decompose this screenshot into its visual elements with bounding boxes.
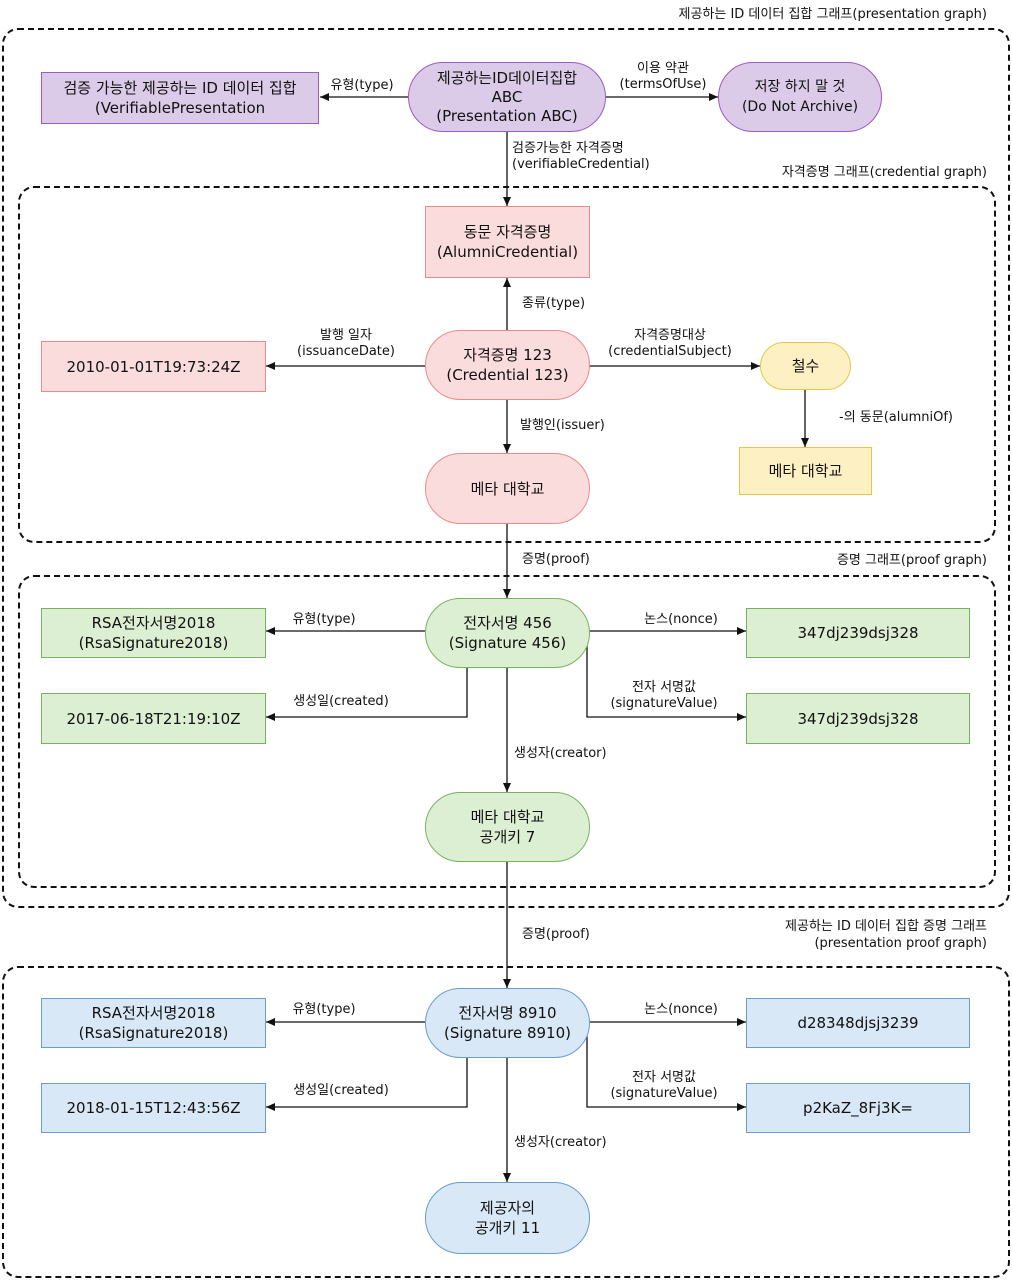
edge-label-sig8910-type: 유형(type) [292, 1002, 356, 1017]
edge-sig8910-created [266, 1056, 468, 1111]
edge-label-sig8910-creator: 생성자(creator) [514, 1135, 607, 1150]
edge-label-line: 전자 서명값 [632, 1070, 696, 1085]
verifiable-presentation-type-node: 검증 가능한 제공하는 ID 데이터 집합 (VerifiablePresent… [41, 72, 319, 124]
node-line: 검증 가능한 제공하는 ID 데이터 집합 [63, 79, 297, 97]
node-line: (Presentation ABC) [436, 106, 578, 125]
signature-8910-node: 전자서명 8910 (Signature 8910) [425, 988, 590, 1058]
edge-label-pres-type: 유형(type) [330, 78, 394, 93]
node-line: 저장 하지 말 것 [754, 79, 846, 95]
edge-label-proof-2: 증명(proof) [522, 927, 590, 942]
node-line: (Signature 456) [448, 634, 567, 652]
edge-label-sig456-creator: 생성자(creator) [514, 746, 607, 761]
do-not-archive-node: 저장 하지 말 것 (Do Not Archive) [718, 62, 882, 132]
nonce-8910-node: d28348djsj3239 [746, 998, 970, 1048]
node-line: RSA전자서명2018 [91, 614, 216, 632]
edge-label-line: (verifiableCredential) [512, 157, 650, 172]
node-line: 제공자의 [479, 1199, 536, 1217]
node-line: 전자서명 8910 [458, 1004, 557, 1022]
created-8910-node: 2018-01-15T12:43:56Z [41, 1083, 266, 1133]
cheolsu-node: 철수 [760, 342, 851, 390]
edge-label-line: (termsOfUse) [619, 77, 707, 92]
proof-graph-label: 증명 그래프(proof graph) [836, 553, 987, 568]
proof-graph [18, 575, 996, 888]
rsa-signature-2018-8910-node: RSA전자서명2018 (RsaSignature2018) [41, 998, 266, 1048]
edge-label-line: (issuanceDate) [297, 344, 395, 359]
node-line: ABC [491, 87, 523, 106]
edge-label-line: 전자 서명값 [632, 680, 696, 695]
edge-label-sig8910-created: 생성일(created) [293, 1083, 389, 1098]
credential-123-node: 자격증명 123 (Credential 123) [425, 330, 590, 400]
edge-label-sig456-value: 전자 서명값 (signatureValue) [600, 680, 728, 712]
edge-label-line: (credentialSubject) [608, 344, 732, 359]
edge-sig456-value [586, 645, 746, 721]
presentation-graph-label: 제공하는 ID 데이터 집합 그래프(presentation graph) [678, 7, 987, 22]
edge-sig456-created [266, 665, 468, 721]
public-key-11-node: 제공자의 공개키 11 [425, 1182, 590, 1254]
edge-label-issuer: 발행인(issuer) [520, 418, 605, 433]
credential-graph-label: 자격증명 그래프(credential graph) [781, 165, 987, 180]
edge-label-verifiable-credential: 검증가능한 자격증명 (verifiableCredential) [512, 141, 650, 173]
node-line: (Credential 123) [446, 366, 569, 384]
edge-label-line: (signatureValue) [610, 696, 718, 711]
presentation-proof-graph-label-line2: (presentation proof graph) [814, 936, 987, 951]
edge-label-sig456-created: 생성일(created) [293, 694, 389, 709]
edge-label-issuance-date: 발행 일자 (issuanceDate) [290, 328, 402, 360]
node-line: (VerifiablePresentation [94, 99, 266, 117]
edge-sig8910-value [586, 1036, 746, 1111]
edge-label-line: 이용 약관 [637, 61, 689, 76]
edge-label-line: 발행 일자 [320, 328, 372, 343]
issuance-date-node: 2010-01-01T19:73:24Z [41, 341, 266, 392]
node-line: 동문 자격증명 [463, 223, 552, 241]
edge-label-credential-subject: 자격증명대상 (credentialSubject) [600, 328, 740, 360]
node-line: (RsaSignature2018) [78, 634, 229, 652]
edge-label-sig8910-value: 전자 서명값 (signatureValue) [600, 1070, 728, 1102]
presentation-proof-graph-label-line1: 제공하는 ID 데이터 집합 증명 그래프 [785, 919, 987, 934]
node-line: 공개키 7 [479, 828, 536, 846]
node-line: (Do Not Archive) [741, 99, 859, 115]
signature-value-456-node: 347dj239dsj328 [746, 693, 970, 744]
nonce-456-node: 347dj239dsj328 [746, 608, 970, 658]
node-line: 전자서명 456 [463, 614, 552, 632]
presentation-graph [2, 28, 1010, 908]
node-line: 공개키 11 [474, 1219, 541, 1237]
node-line: RSA전자서명2018 [91, 1004, 216, 1022]
edge-label-sig8910-nonce: 논스(nonce) [644, 1002, 718, 1017]
node-line: (Signature 8910) [443, 1024, 571, 1042]
edge-label-line: (signatureValue) [610, 1086, 718, 1101]
node-line: (AlumniCredential) [436, 243, 579, 261]
alumni-credential-node: 동문 자격증명 (AlumniCredential) [425, 206, 590, 278]
node-line: 메타 대학교 [470, 808, 545, 826]
edge-label-alumni-of: -의 동문(alumniOf) [839, 410, 953, 425]
presentation-abc-node: 제공하는ID데이터집합 ABC (Presentation ABC) [408, 62, 606, 132]
credential-graph [18, 186, 996, 543]
edge-label-sig456-nonce: 논스(nonce) [644, 612, 718, 627]
node-line: (RsaSignature2018) [78, 1024, 229, 1042]
presentation-proof-graph-label: 제공하는 ID 데이터 집합 증명 그래프 (presentation proo… [785, 918, 987, 952]
meta-university-issuer-node: 메타 대학교 [425, 453, 590, 524]
created-456-node: 2017-06-18T21:19:10Z [41, 693, 266, 744]
edge-label-proof-1: 증명(proof) [522, 552, 590, 567]
presentation-proof-graph [2, 966, 1010, 1278]
public-key-7-node: 메타 대학교 공개키 7 [425, 792, 590, 862]
node-line: 제공하는ID데이터집합 [436, 68, 578, 87]
rsa-signature-2018-node: RSA전자서명2018 (RsaSignature2018) [41, 608, 266, 658]
signature-456-node: 전자서명 456 (Signature 456) [425, 598, 590, 668]
edge-label-sig456-type: 유형(type) [292, 612, 356, 627]
edge-label-cred-type: 종류(type) [522, 296, 586, 311]
signature-value-8910-node: p2KaZ_8Fj3K= [746, 1083, 970, 1133]
node-line: 자격증명 123 [463, 346, 552, 364]
edge-label-terms-of-use: 이용 약관 (termsOfUse) [608, 61, 718, 93]
edge-label-line: 자격증명대상 [634, 328, 706, 343]
meta-university-subject-node: 메타 대학교 [739, 447, 872, 495]
edge-label-line: 검증가능한 자격증명 [512, 141, 624, 156]
